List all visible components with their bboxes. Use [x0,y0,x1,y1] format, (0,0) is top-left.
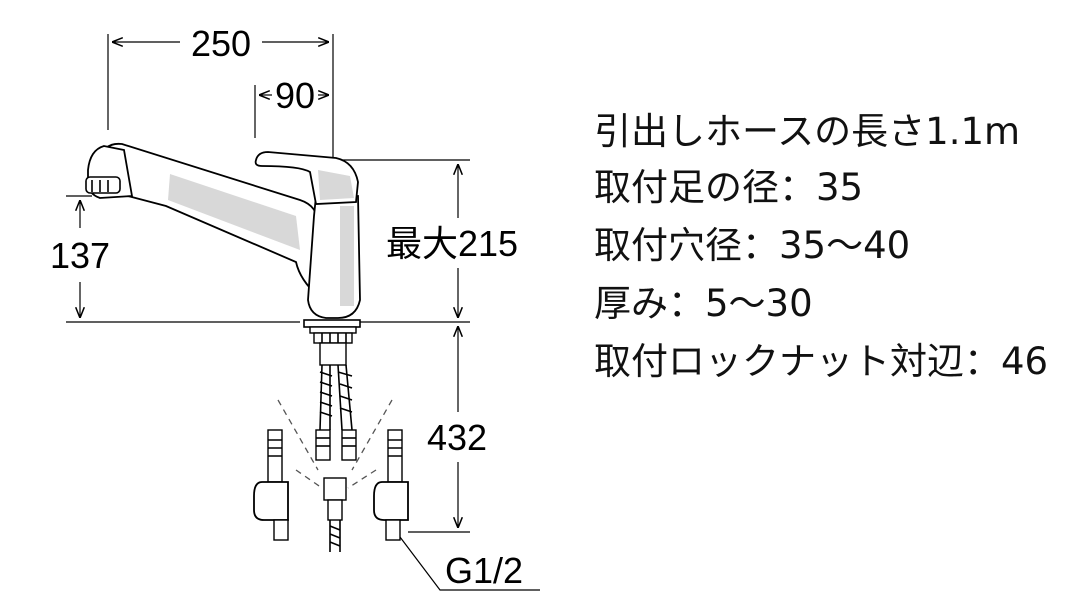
spec-leg-diameter: 取付足の径：35 [594,166,863,209]
dim-spout-height: 137 [50,235,110,276]
spec-list: 引出しホースの長さ1.1m 取付足の径：35 取付穴径：35〜40 厚み：5〜3… [594,110,1048,383]
spec-hole-diameter: 取付穴径：35〜40 [594,224,910,267]
faucet-body [85,142,361,366]
spec-locknut: 取付ロックナット対辺：46 [594,340,1048,383]
dim-total-width: 250 [191,23,251,64]
spec-hose-length: 引出しホースの長さ1.1m [594,110,1020,153]
dimension-lines [66,34,540,591]
dim-connection: G1/2 [445,550,523,591]
supply-hoses [253,364,409,552]
dim-max-height: 最大215 [386,223,518,264]
spec-thickness: 厚み：5〜30 [594,282,813,325]
dim-spout-offset: 90 [275,75,315,116]
dim-hose-length: 432 [427,417,487,458]
